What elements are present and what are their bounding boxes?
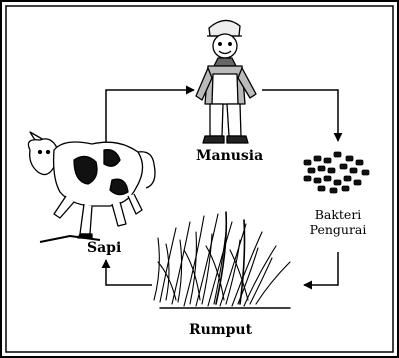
- label-bacteria-line1: Bakteri: [314, 207, 362, 222]
- label-grass: Rumput: [189, 322, 253, 338]
- label-bacteria-line2: Pengurai: [309, 222, 367, 237]
- bacteria-illustration: [303, 151, 370, 194]
- label-human: Manusia: [196, 148, 264, 164]
- inner-border: [5, 5, 394, 353]
- label-cow: Sapi: [87, 240, 122, 256]
- arrow-grass-to-cow: [101, 259, 152, 286]
- arrow-bacteria-to-grass: [303, 252, 339, 290]
- cow-illustration: [27, 131, 156, 243]
- arrow-human-to-bacteria: [262, 89, 343, 142]
- label-bacteria: Bakteri Pengurai: [300, 207, 376, 237]
- human-illustration: [195, 19, 257, 144]
- grass-illustration: [153, 211, 291, 309]
- arrow-cow-to-human: [105, 85, 195, 162]
